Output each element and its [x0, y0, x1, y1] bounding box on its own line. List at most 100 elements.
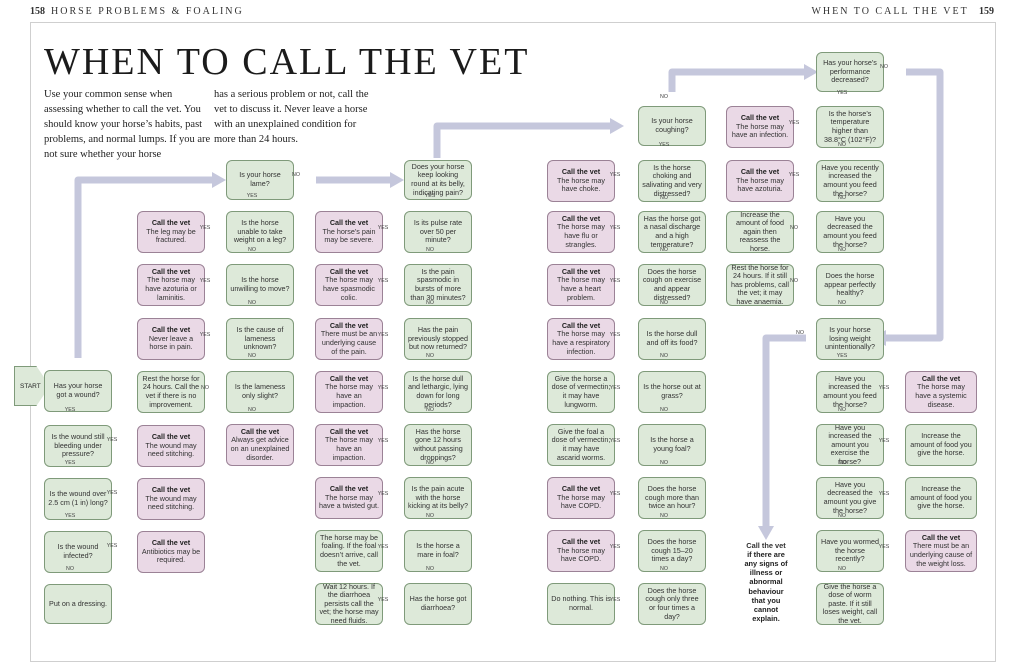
call-vet-title: Call the vet [240, 426, 280, 436]
connector-arrowhead [758, 526, 774, 540]
node-text: Has the horse gone 12 hours without pass… [413, 426, 463, 462]
question-box: Does the horse cough 15–20 times a day? [638, 530, 706, 572]
question-box: Have you decreased the amount you feed t… [816, 211, 884, 253]
intro-paragraph-1: Use your common sense when assessing whe… [44, 89, 211, 160]
no-label: NO [426, 566, 434, 572]
yes-label: YES [609, 278, 621, 284]
node-text: if there are any signs of illness or abn… [744, 549, 788, 624]
no-label: NO [660, 407, 668, 413]
node-text: Is the horse’s temperature higher than 3… [823, 108, 877, 144]
yes-label: YES [878, 438, 890, 444]
node-text: The wound may need stitching. [145, 493, 197, 512]
question-box: Have you increased the amount you exerci… [816, 423, 884, 466]
node-text: Rest the horse for 24 hours. If it still… [731, 262, 789, 306]
yes-label: YES [658, 142, 670, 148]
no-label: NO [660, 353, 668, 359]
node-text: Is the wound over 2.5 cm (1 in) long? [48, 489, 108, 507]
node-text: Has the pain previously stopped but now … [408, 325, 468, 352]
connector-weight-to-callvet [762, 334, 806, 528]
yes-label: YES [377, 491, 389, 497]
yes-label: YES [377, 544, 389, 550]
no-label: NO [426, 513, 434, 519]
advice-box: Give the horse a dose of vermectin; it m… [547, 371, 615, 413]
question-box: Is the pain spasmodic in bursts of more … [404, 264, 472, 306]
yes-label: YES [199, 278, 211, 284]
yes-label: YES [609, 385, 621, 391]
no-label: NO [660, 460, 668, 466]
call-vet-title: Call the vet [151, 485, 191, 495]
advice-box: Increase the amount of food you give the… [905, 424, 977, 466]
node-text: Is the lameness only slight? [234, 382, 286, 400]
no-label: NO [796, 330, 804, 336]
page-title: WHEN TO CALL THE VET [44, 41, 530, 83]
question-box: Is the horse a young foal? [638, 424, 706, 466]
advice-box: Rest the horse for 24 hours. If it still… [726, 262, 794, 306]
call-vet-title: Call the vet [329, 373, 369, 383]
question-box: Have you increased the amount you feed t… [816, 371, 884, 413]
yes-label: YES [106, 543, 118, 549]
node-text: Is your horse lame? [239, 170, 281, 188]
call-vet-title: Call the vet [329, 266, 369, 276]
advice-box: Give the horse a dose of worm paste. If … [816, 581, 884, 625]
call-vet-title: Call the vet [561, 320, 601, 330]
connector-arrowhead [804, 64, 818, 80]
connector-arrowhead [212, 172, 226, 188]
advice-box: Do nothing. This is normal. [547, 583, 615, 625]
right-page-number: 159 [979, 6, 994, 17]
node-text: Is the horse a young foal? [650, 435, 694, 453]
node-text: Is the horse out at grass? [643, 382, 701, 400]
node-text: Increase the amount of food again then r… [736, 209, 784, 253]
node-text: Is its pulse rate over 50 per minute? [413, 218, 463, 245]
yes-label: YES [64, 460, 76, 466]
call-vet-title: Call the vet [151, 325, 191, 335]
advice-box: Wait 12 hours. If the diarrhoea persists… [315, 582, 383, 625]
advice-box: Give the foal a dose of vermectin; it ma… [547, 424, 615, 466]
no-label: NO [790, 278, 798, 284]
no-label: NO [66, 566, 74, 572]
no-label: NO [838, 247, 846, 253]
question-box: Does the horse cough only three or four … [638, 583, 706, 625]
intro-paragraph-2: has a serious problem or not, call the v… [214, 89, 369, 145]
node-text: Does the horse cough on exercise and app… [642, 266, 702, 302]
connector-arrowhead [390, 172, 404, 188]
node-text: Give the horse a dose of worm paste. If … [822, 581, 878, 625]
no-label: NO [426, 300, 434, 306]
node-text: Is the wound infected? [57, 542, 99, 560]
node-text: There must be an underlying cause of the… [909, 541, 973, 568]
question-box: Does your horse keep looking round at it… [404, 160, 472, 200]
advice-box: The horse may be foaling. If the foal do… [315, 530, 383, 572]
yes-label: YES [836, 353, 848, 359]
node-text: Is the pain spasmodic in bursts of more … [410, 266, 466, 302]
call-vet-title: Call the vet [329, 426, 369, 436]
node-text: Does the horse cough more than twice an … [645, 484, 699, 511]
question-box: Is the lameness only slight? [226, 371, 294, 413]
no-label: NO [838, 300, 846, 306]
node-text: The horse may have a heart problem. [557, 275, 605, 302]
no-label: NO [838, 513, 846, 519]
question-box: Has your horse got a wound? [44, 370, 112, 412]
node-text: The horse may have a systemic disease. [915, 382, 967, 409]
question-box: Is the cause of lameness unknown? [226, 318, 294, 360]
node-text: The horse may have an impaction. [325, 435, 373, 462]
node-text: The horse may have choke. [557, 175, 605, 194]
node-text: Antibiotics may be required. [141, 546, 201, 565]
node-text: The horse may have COPD. [557, 492, 605, 511]
node-text: Has your horse got a wound? [53, 381, 103, 399]
node-text: There must be an underlying cause of the… [320, 329, 378, 356]
question-box: Is the wound still bleeding under pressu… [44, 425, 112, 467]
node-text: The horse’s pain may be severe. [322, 226, 376, 245]
left-section-title: Horse Problems & Foaling [51, 6, 244, 17]
node-text: Have you decreased the amount you feed t… [823, 213, 877, 249]
yes-label: YES [377, 278, 389, 284]
node-text: The horse may have spasmodic colic. [323, 275, 375, 302]
no-label: NO [660, 195, 668, 201]
